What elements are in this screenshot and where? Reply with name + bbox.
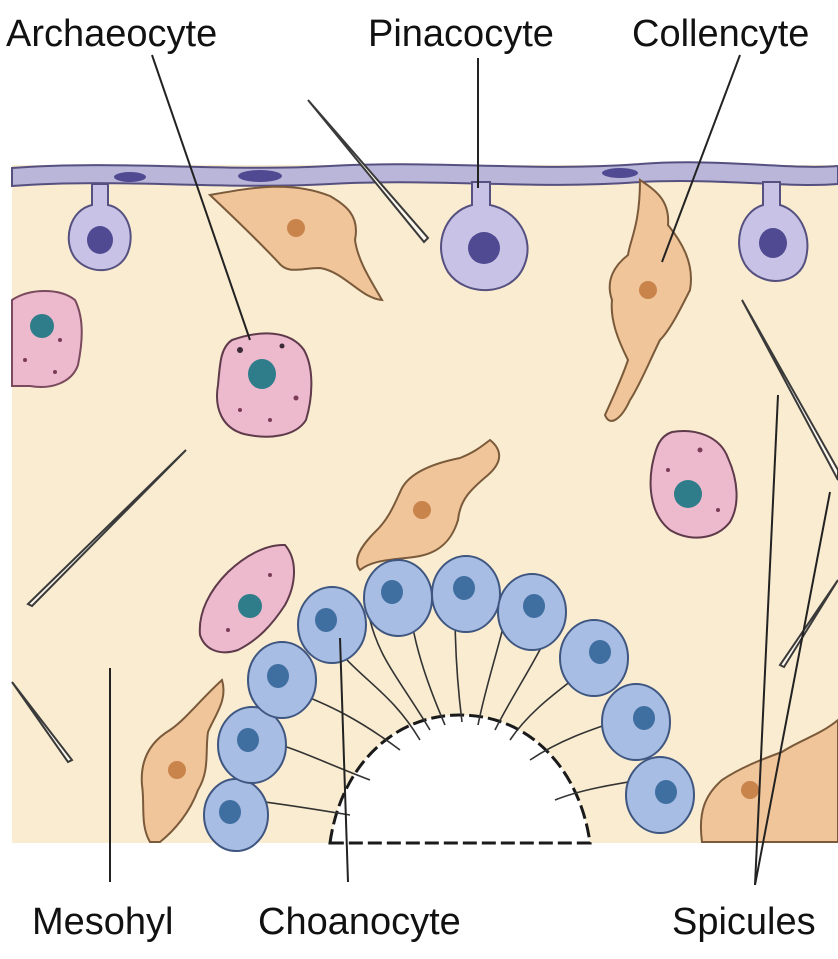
pinacoderm-nucleus bbox=[114, 172, 146, 182]
archaeocyte-cell bbox=[217, 333, 311, 436]
choanocyte-cell bbox=[432, 556, 500, 632]
choanocyte-cell bbox=[498, 574, 566, 650]
label-collencyte: Collencyte bbox=[632, 13, 809, 55]
label-choanocyte: Choanocyte bbox=[258, 901, 461, 943]
choanocyte-cell bbox=[248, 642, 316, 718]
label-mesohyl: Mesohyl bbox=[32, 901, 174, 943]
choanocyte-cell bbox=[364, 560, 432, 636]
label-pinacocyte: Pinacocyte bbox=[368, 13, 554, 55]
choanocyte-cell bbox=[602, 684, 670, 760]
label-archaeocyte: Archaeocyte bbox=[6, 13, 217, 55]
choanocyte-cell bbox=[204, 779, 268, 851]
choanocyte-cell bbox=[560, 620, 628, 696]
choanocyte-cell bbox=[626, 757, 694, 833]
archaeocyte-cell bbox=[12, 291, 82, 387]
pinacoderm-nucleus bbox=[602, 168, 638, 178]
choanocyte-cell bbox=[298, 587, 366, 663]
pinacoderm-nucleus bbox=[238, 170, 282, 182]
label-spicules: Spicules bbox=[672, 901, 816, 943]
